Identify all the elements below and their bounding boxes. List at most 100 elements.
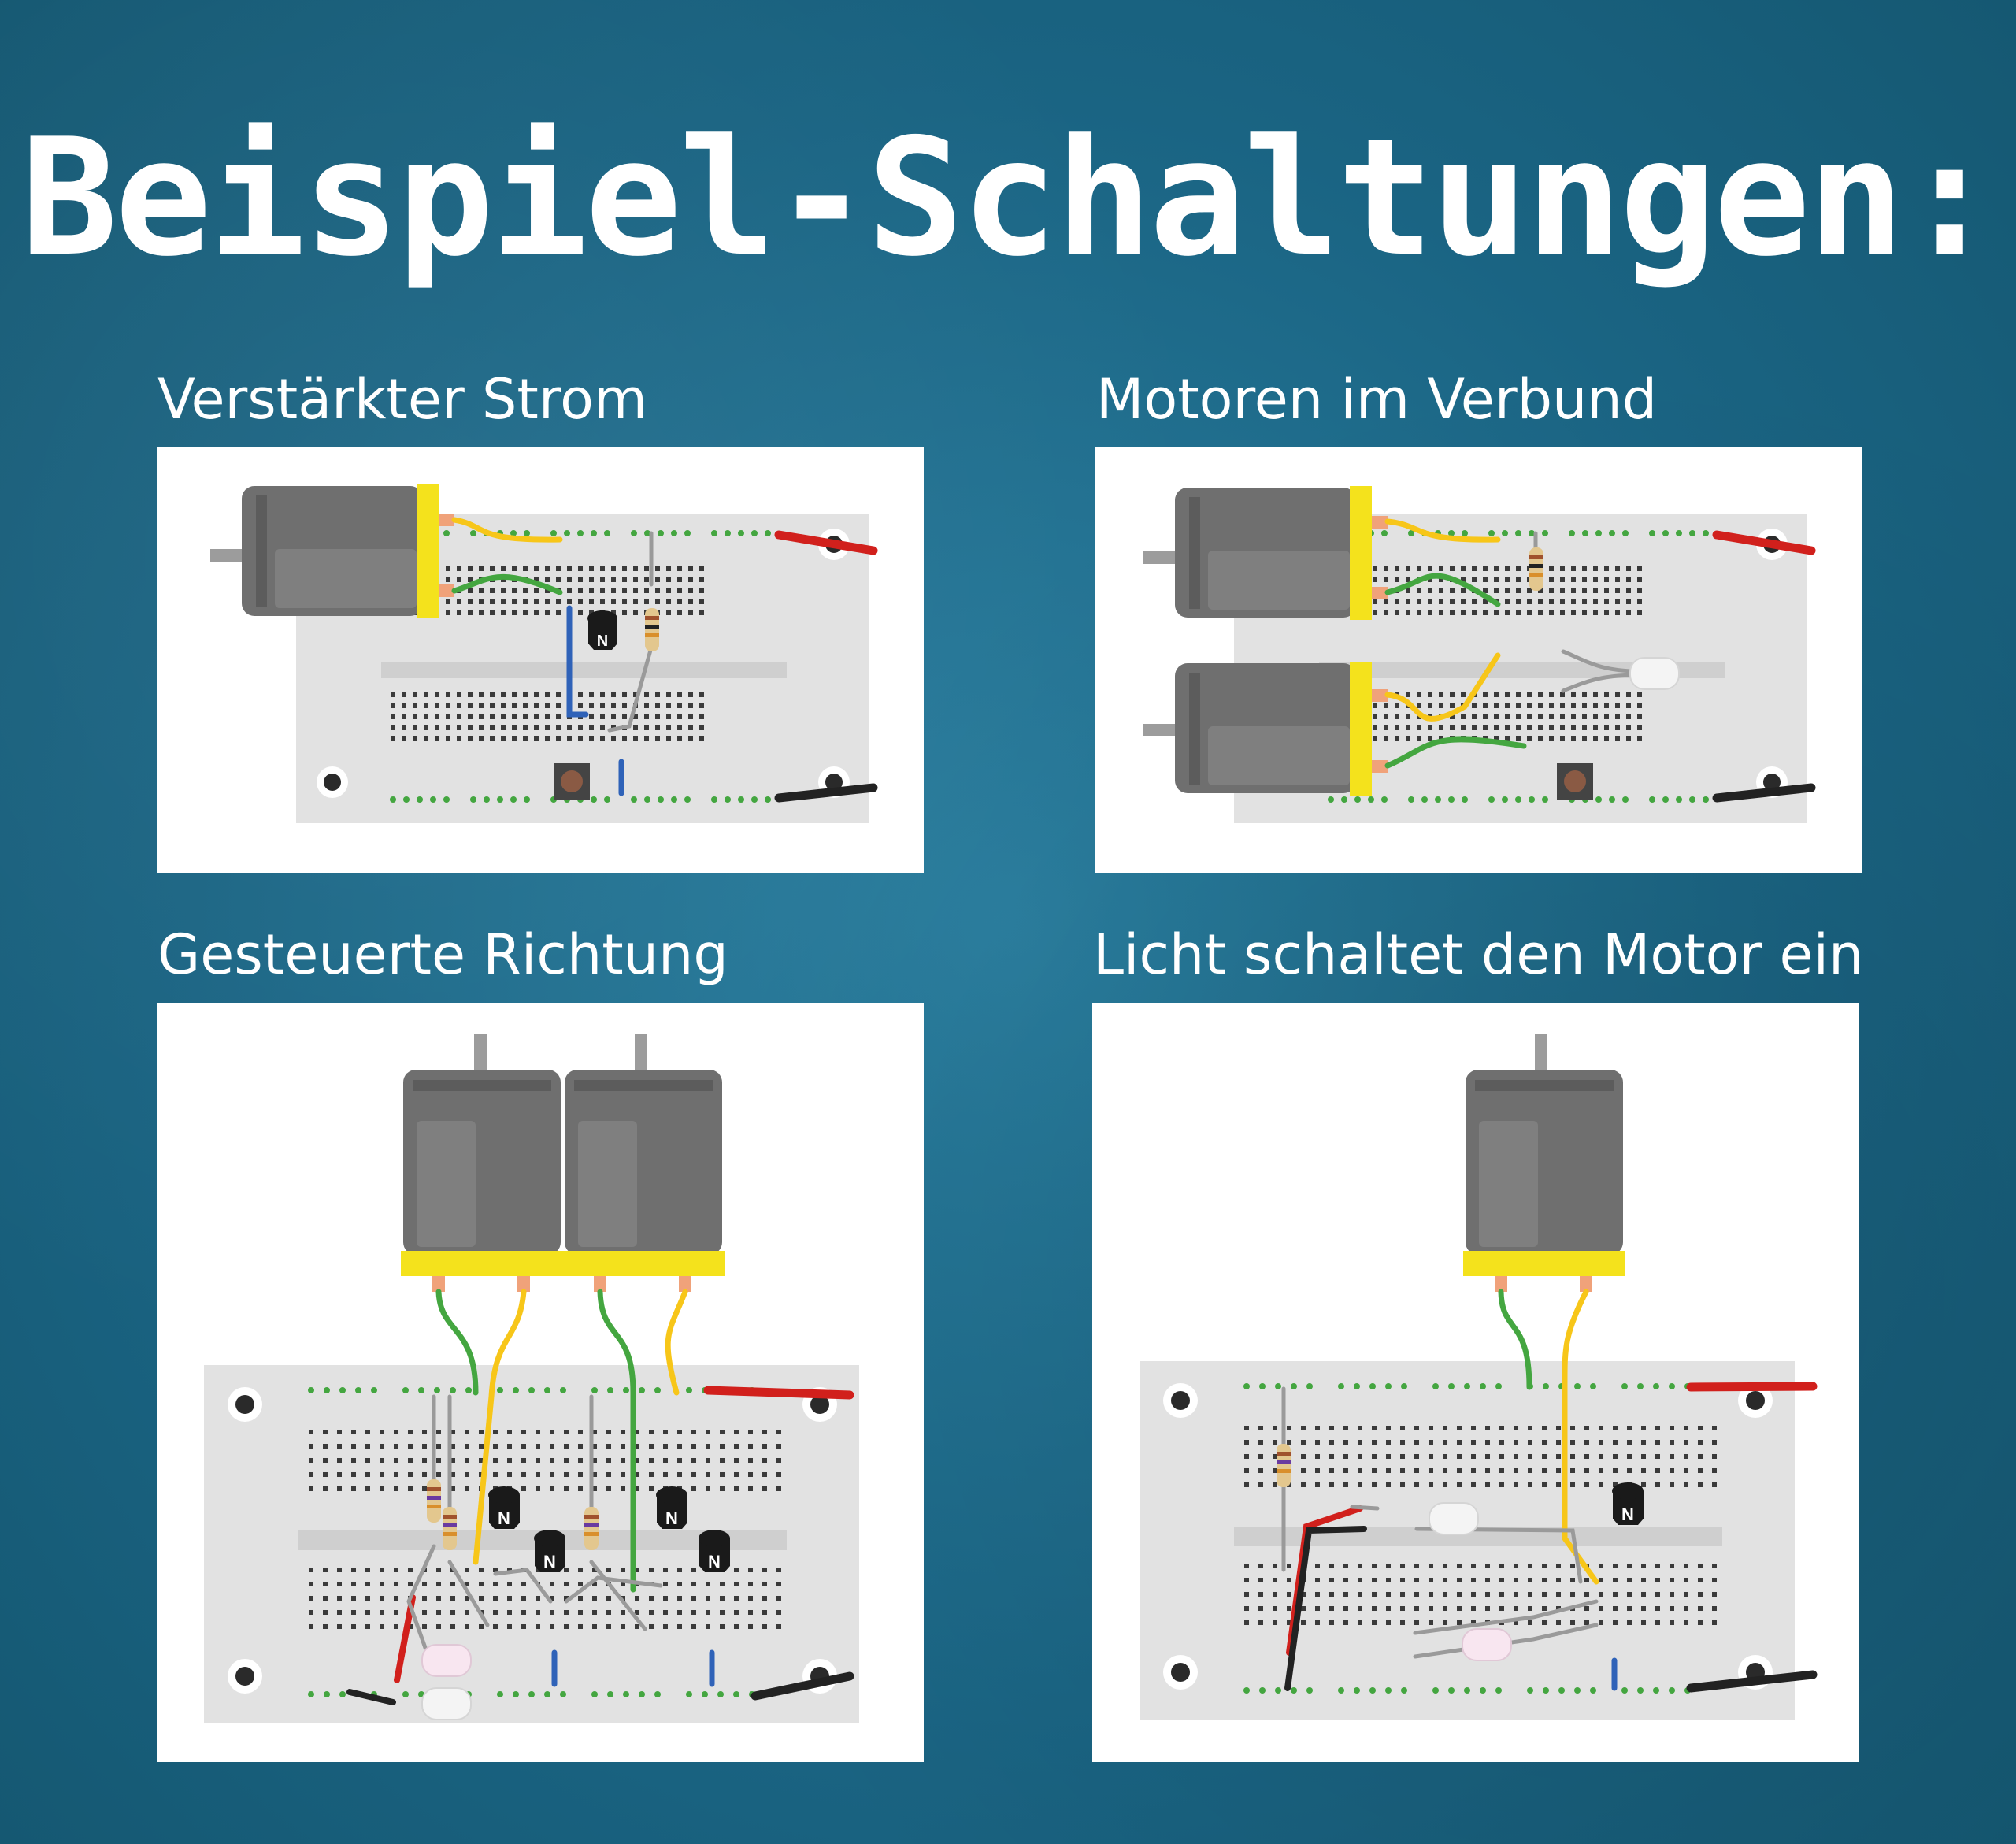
breadboard-hole (1698, 1564, 1703, 1568)
breadboard-hole (1670, 1482, 1674, 1487)
breadboard-hole (655, 725, 660, 730)
breadboard-hole (1549, 588, 1554, 593)
breadboard-hole (534, 692, 539, 697)
breadboard-hole (337, 1596, 342, 1601)
breadboard-hole (589, 577, 594, 582)
breadboard-hole (1670, 1592, 1674, 1597)
breadboard-hole (550, 1610, 554, 1615)
rail-hole (1703, 796, 1709, 803)
breadboard-hole (1400, 1564, 1405, 1568)
breadboard-hole (408, 1568, 413, 1572)
breadboard-hole (1582, 566, 1587, 571)
breadboard-hole (435, 714, 439, 719)
rail-hole (470, 530, 476, 536)
breadboard-hole (688, 736, 693, 741)
breadboard-hole (677, 1568, 682, 1572)
breadboard-hole (1450, 588, 1455, 593)
breadboard-hole (1570, 1440, 1575, 1445)
breadboard-hole (567, 725, 572, 730)
breadboard-hole (1400, 1482, 1405, 1487)
breadboard-hole (1315, 1564, 1320, 1568)
breadboard-hole (1373, 725, 1377, 730)
breadboard-hole (666, 588, 671, 593)
rail-hole (1649, 530, 1655, 536)
rail-hole (1502, 796, 1508, 803)
breadboard-hole (1613, 1482, 1618, 1487)
breadboard-hole (493, 1568, 498, 1572)
breadboard-hole (1457, 1440, 1462, 1445)
breadboard-hole (351, 1486, 356, 1491)
rail-hole (1543, 1383, 1549, 1389)
breadboard-hole (1556, 1468, 1561, 1473)
breadboard-hole (365, 1472, 370, 1477)
breadboard-hole (1604, 577, 1609, 582)
breadboard-hole (521, 1458, 526, 1463)
breadboard-hole (556, 736, 561, 741)
breadboard-hole (1287, 1592, 1292, 1597)
breadboard-hole (578, 610, 583, 615)
breadboard-hole (611, 577, 616, 582)
breadboard-hole (1450, 714, 1455, 719)
breadboard-hole (1329, 1468, 1334, 1473)
breadboard-hole (309, 1610, 313, 1615)
breadboard-hole (1641, 1440, 1646, 1445)
rail-hole (639, 1691, 645, 1697)
breadboard-hole (556, 566, 561, 571)
rail-hole (1574, 1687, 1581, 1694)
breadboard-hole (521, 1596, 526, 1601)
caption-motoren-im-verbund: Motoren im Verbund (1096, 367, 1658, 432)
panel-gesteuerte-richtung: N N N N (157, 1003, 924, 1762)
breadboard-hole (450, 1610, 455, 1615)
breadboard-hole (706, 1486, 710, 1491)
breadboard-hole (1637, 703, 1642, 708)
rail-hole (450, 1387, 456, 1393)
breadboard-hole (468, 610, 472, 615)
breadboard-hole (622, 736, 627, 741)
breadboard-hole (493, 1444, 498, 1449)
breadboard-hole (1542, 1482, 1547, 1487)
breadboard-hole (1556, 1482, 1561, 1487)
breadboard-hole (1395, 714, 1399, 719)
breadboard-hole (1471, 1482, 1476, 1487)
breadboard-hole (1372, 1592, 1377, 1597)
breadboard-hole (512, 599, 517, 604)
breadboard-hole (1273, 1606, 1277, 1611)
led-pink (1462, 1628, 1512, 1661)
breadboard-hole (1599, 1468, 1603, 1473)
breadboard-hole (776, 1458, 781, 1463)
breadboard-hole (465, 1458, 469, 1463)
breadboard-hole (380, 1444, 384, 1449)
transistor-label: N (708, 1552, 721, 1571)
breadboard-hole (600, 736, 605, 741)
breadboard-hole (550, 1472, 554, 1477)
breadboard-hole (1406, 577, 1410, 582)
rail-hole (1621, 1687, 1628, 1694)
breadboard-hole (1358, 1440, 1362, 1445)
breadboard-hole (1499, 1482, 1504, 1487)
breadboard-hole (1244, 1564, 1249, 1568)
breadboard-hole (1414, 1468, 1419, 1473)
breadboard-hole (1258, 1440, 1263, 1445)
breadboard-hole (748, 1472, 753, 1477)
rail-hole (751, 796, 758, 803)
breadboard-hole (1471, 1454, 1476, 1459)
breadboard-hole (1406, 692, 1410, 697)
breadboard-hole (490, 736, 495, 741)
breadboard-hole (394, 1568, 398, 1572)
breadboard-hole (734, 1472, 739, 1477)
breadboard-hole (521, 1430, 526, 1434)
breadboard-hole (1372, 1482, 1377, 1487)
breadboard-hole (365, 1444, 370, 1449)
resistor (645, 608, 659, 651)
rail-hole (1408, 530, 1414, 536)
breadboard-hole (1384, 599, 1388, 604)
breadboard-hole (1684, 1564, 1688, 1568)
breadboard-hole (1571, 692, 1576, 697)
breadboard-hole (1538, 703, 1543, 708)
breadboard-hole (507, 1444, 512, 1449)
breadboard-hole (1655, 1578, 1660, 1582)
breadboard-hole (622, 692, 627, 697)
breadboard-hole (523, 588, 528, 593)
breadboard-hole (748, 1458, 753, 1463)
breadboard-hole (457, 577, 461, 582)
